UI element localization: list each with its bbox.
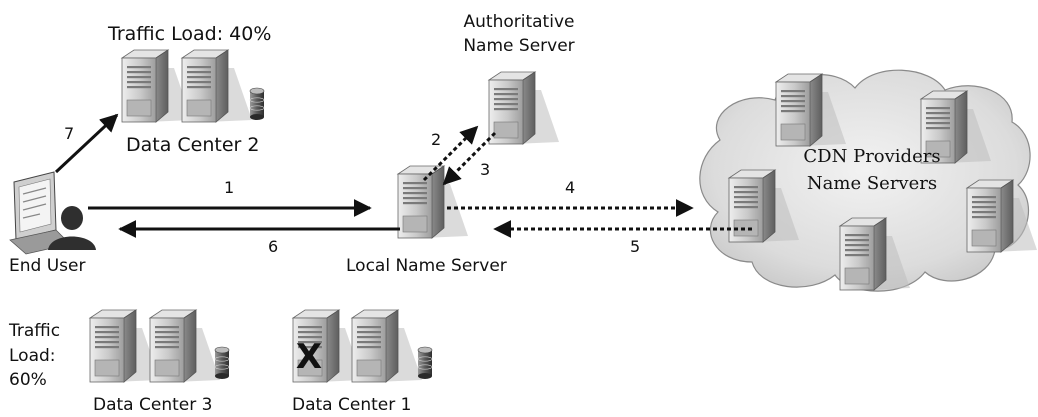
step-label-2: 2 [431, 130, 441, 149]
server-icon [149, 309, 221, 383]
data-center-1-label: Data Center 1 [292, 395, 411, 415]
data-center-2: Traffic Load: 40% Data Center 2 [107, 23, 271, 156]
local-name-server-label: Local Name Server [346, 256, 507, 276]
server-icon [121, 49, 193, 123]
step-label-6: 6 [268, 237, 278, 256]
step-label-5: 5 [630, 237, 640, 256]
traffic-dc3-line2: Load: [9, 346, 56, 366]
authoritative-label-line2: Name Server [463, 36, 574, 56]
database-cylinder-icon [214, 346, 230, 380]
authoritative-name-server: Authoritative Name Server [463, 12, 575, 145]
data-center-1: X Data Center 1 [292, 309, 433, 415]
arrow-step-3 [442, 131, 497, 186]
step-numbers: 7 1 6 2 3 4 5 [64, 124, 640, 256]
server-icon [181, 49, 253, 123]
server-icon [397, 165, 469, 239]
step-label-4: 4 [565, 178, 575, 197]
server-icon [488, 71, 560, 145]
cdn-label-line1: CDN Providers [803, 146, 940, 167]
step-label-1: 1 [224, 178, 234, 197]
failed-x-mark: X [296, 337, 322, 377]
end-user: End User [9, 171, 96, 276]
traffic-load-dc2-label: Traffic Load: 40% [107, 23, 271, 45]
authoritative-label-line1: Authoritative [464, 12, 575, 32]
data-center-3: Traffic Load: 60% Data Center 3 [8, 309, 230, 415]
local-name-server: Local Name Server [346, 165, 507, 276]
desktop-computer-icon [9, 171, 71, 255]
database-cylinder-icon [417, 346, 433, 380]
cdn-cloud: CDN Providers Name Servers [699, 69, 1038, 292]
database-cylinder-icon [249, 87, 265, 121]
arrow-step-2 [422, 125, 479, 182]
traffic-dc3-line3: 60% [9, 370, 47, 390]
cdn-label-line2: Name Servers [807, 173, 937, 194]
server-icon [89, 309, 161, 383]
step-label-7: 7 [64, 124, 74, 143]
data-center-2-label: Data Center 2 [126, 134, 259, 156]
user-icon [48, 206, 96, 250]
arrow-step-7 [54, 113, 119, 174]
arrows [54, 113, 752, 238]
step-label-3: 3 [480, 160, 490, 179]
server-icon [351, 309, 423, 383]
data-center-3-label: Data Center 3 [93, 395, 212, 415]
traffic-dc3-line1: Traffic [8, 321, 60, 341]
end-user-label: End User [9, 256, 85, 276]
